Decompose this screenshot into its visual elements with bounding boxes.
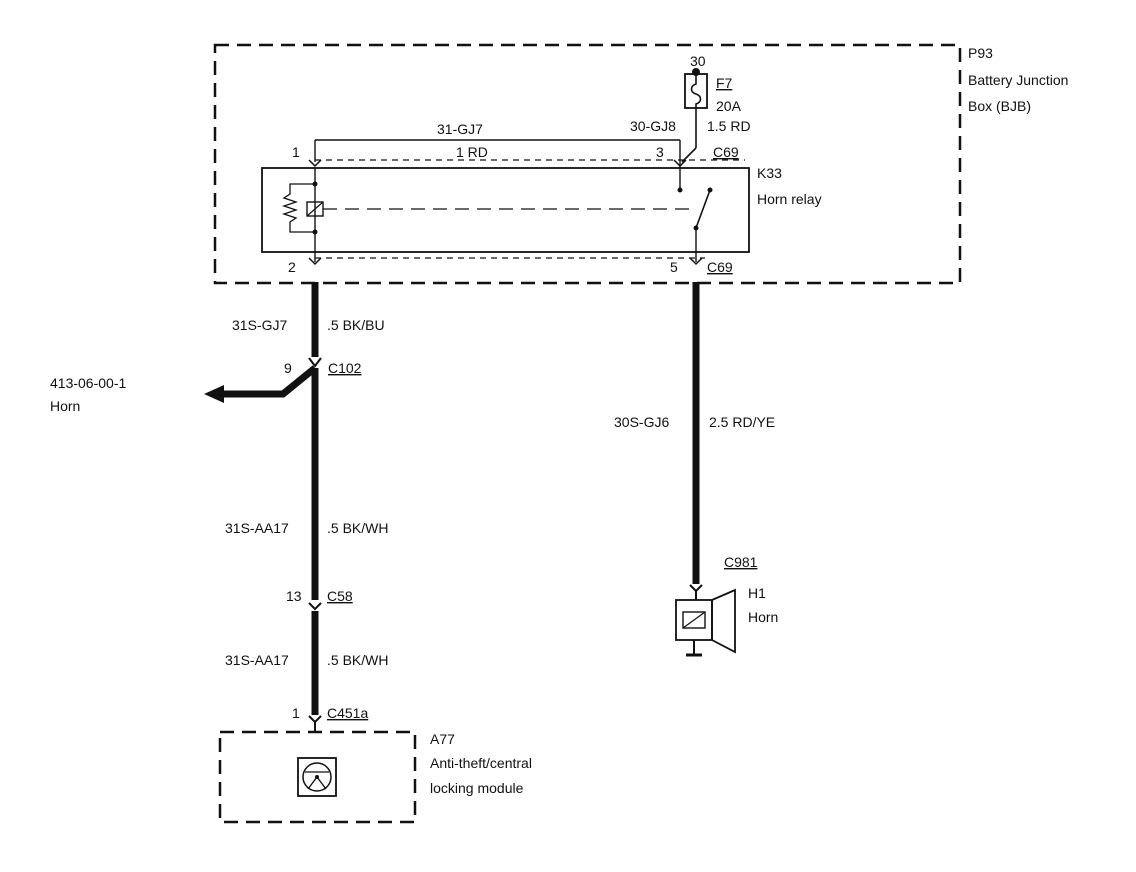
c451a-pin: 1 — [292, 705, 300, 721]
ref-code: 413-06-00-1 — [50, 375, 126, 391]
wire-30s-gj6-code: 30S-GJ6 — [614, 414, 669, 430]
connector-c102: C102 — [328, 360, 362, 376]
relay-name: Horn relay — [757, 191, 822, 207]
relay-pin-3: 3 — [656, 144, 664, 160]
wire-31s-aa17-upper-spec: .5 BK/WH — [327, 520, 388, 536]
horn-name: Horn — [748, 609, 778, 625]
connector-c69-bottom: C69 — [707, 259, 733, 275]
connector-c451a: C451a — [327, 705, 368, 721]
bjb-outline — [213, 43, 962, 285]
relay-id: K33 — [757, 165, 782, 181]
module-name-line1: Anti-theft/central — [430, 755, 532, 771]
connector-c58: C58 — [327, 588, 353, 604]
wire-31s-aa17-lower-code: 31S-AA17 — [225, 652, 289, 668]
bjb-name-line2: Box (BJB) — [968, 98, 1031, 114]
module-id: A77 — [430, 731, 455, 747]
bjb-name-line1: Battery Junction — [968, 72, 1068, 88]
horn-id: H1 — [748, 585, 766, 601]
module-name-line2: locking module — [430, 780, 524, 796]
module-a77-outline — [218, 730, 417, 824]
horn-icon — [675, 588, 736, 657]
ref-label: Horn — [50, 398, 80, 414]
connector-c981: C981 — [724, 554, 758, 570]
wire-top-spec: 1 RD — [456, 144, 488, 160]
relay-pin-2: 2 — [288, 259, 296, 275]
module-icon — [297, 757, 337, 797]
relay-pin-1: 1 — [292, 144, 300, 160]
wire-30s-gj6-spec: 2.5 RD/YE — [709, 414, 775, 430]
wire-31s-aa17-upper-code: 31S-AA17 — [225, 520, 289, 536]
wire-31s-aa17-lower-spec: .5 BK/WH — [327, 652, 388, 668]
wire-31s-gj7-spec: .5 BK/BU — [327, 317, 385, 333]
wire-top-code: 31-GJ7 — [437, 121, 483, 137]
relay-k33-box — [261, 167, 750, 253]
fuse-id: F7 — [716, 75, 733, 91]
relay-pin-5: 5 — [670, 259, 678, 275]
fuse-f7 — [681, 68, 708, 163]
bjb-id: P93 — [968, 45, 993, 61]
fuse-rating: 20A — [716, 98, 742, 114]
c58-pin: 13 — [286, 588, 302, 604]
connector-c69-top: C69 — [713, 144, 739, 160]
relay-coil-icon — [281, 168, 695, 252]
fuse-wire-spec: 1.5 RD — [707, 118, 751, 134]
c102-pin: 9 — [284, 360, 292, 376]
wire-31s-gj7-code: 31S-GJ7 — [232, 317, 287, 333]
fuse-feed-terminal: 30 — [690, 53, 706, 69]
relay-switch-icon — [677, 162, 713, 252]
fuse-wire-code: 30-GJ8 — [630, 118, 676, 134]
ref-arrow-icon — [204, 365, 318, 403]
